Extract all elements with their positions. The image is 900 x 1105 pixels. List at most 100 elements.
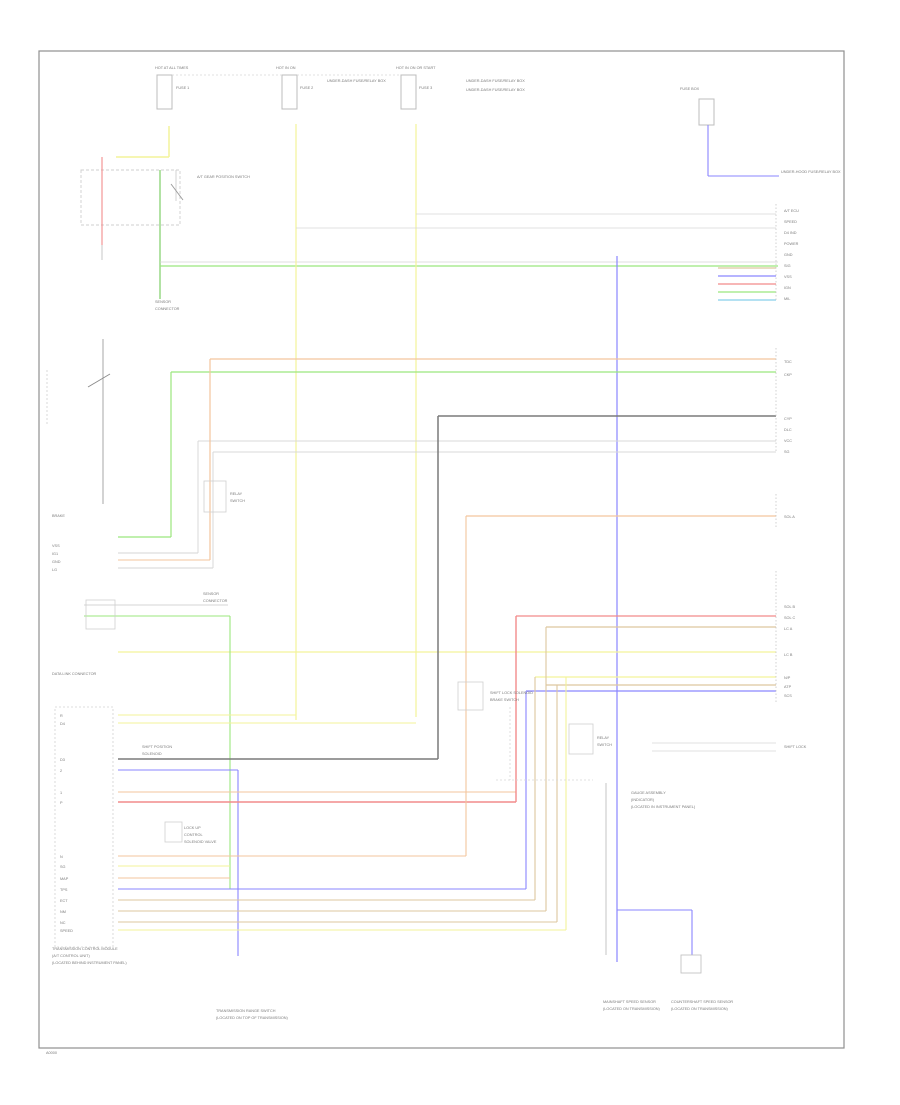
left-solenoid-box [164, 821, 183, 843]
right-fuse-box-label: FUSE BOX [680, 87, 700, 91]
right-connector-label: DLC [784, 428, 792, 432]
right-connector-label: SOL C [784, 616, 796, 620]
right-connector-label: POWER [784, 242, 799, 246]
bottom-right-label-2: (INDICATOR) [631, 798, 655, 802]
right-connector-label: ATP [784, 685, 792, 689]
fuse-label-3: FUSE 3 [419, 86, 432, 90]
left-switch-desc-b: SENSOR [155, 300, 171, 304]
sensor-label-2: CONNECTOR [203, 599, 228, 603]
center-switch-label-2: BRAKE SWITCH [490, 698, 519, 702]
right-connector-label: A/T ECU [784, 209, 799, 213]
right-connector-label: MIL [784, 297, 790, 301]
left-upper-dashed-box [80, 169, 181, 226]
power-source-left-box [156, 74, 173, 110]
bottom-left-text-2: (A/T CONTROL UNIT) [52, 954, 90, 958]
center-relay-box [568, 723, 594, 755]
right-connector-label: SHIFT LOCK [784, 745, 807, 749]
right-connector-label: VCC [784, 439, 792, 443]
diagram-border [38, 50, 845, 1049]
right-connector-label: LC A [784, 627, 793, 631]
top-right-power-label: HOT IN ON OR START [396, 66, 436, 70]
left-relay-label-2: SWITCH [230, 499, 245, 503]
left-pin-label: TPS [60, 888, 68, 892]
top-power-sources: HOT AT ALL TIMES HOT IN ON HOT IN ON OR … [155, 66, 525, 110]
right-connector-label: CKP [784, 373, 792, 377]
left-pin-labels: R D4 D3 2 1 P N SG MAP TPS ECT NM NC SPE… [60, 714, 73, 933]
fuse-desc-2: UNDER-DASH FUSE/RELAY BOX [466, 79, 525, 83]
countershaft-label: COUNTERSHAFT SPEED SENSOR [671, 1000, 733, 1004]
right-main-connector-area: A/T ECU SPEED D4 IND POWER GND SIG VSS I… [118, 204, 807, 962]
right-connector-label: SPEED [784, 220, 797, 224]
tcm-connector-outline [54, 706, 114, 948]
right-connector-label: N/P [784, 676, 791, 680]
right-connector-label: SG [784, 450, 790, 454]
bottom-left-text: TRANSMISSION CONTROL MODULE [52, 947, 118, 951]
right-top-components: FUSE BOX UNDER-HOOD FUSE/RELAY BOX [680, 87, 841, 177]
left-lower-circuits: SENSOR CONNECTOR DATA LINK CONNECTOR [52, 416, 567, 1020]
center-relay-label-2: SWITCH [597, 743, 612, 747]
center-switch-group: SHIFT LOCK SOLENOID BRAKE SWITCH RELAY S… [457, 681, 612, 781]
left-middle-text: IG1 [52, 552, 58, 556]
left-switch-desc-c: CONNECTOR [155, 307, 180, 311]
right-connector-label: SOL B [784, 605, 796, 609]
left-pin-label: MAP [60, 877, 69, 881]
right-connector-label: SOL A [784, 515, 795, 519]
countershaft-sensor-box [680, 954, 702, 974]
left-pin-label: NM [60, 910, 66, 914]
right-fuse-side-label: UNDER-HOOD FUSE/RELAY BOX [781, 170, 841, 174]
power-source-right-box [400, 74, 417, 110]
top-left-power-label: HOT AT ALL TIMES [155, 66, 189, 70]
left-pin-label: 1 [60, 791, 62, 795]
center-switch-box [457, 681, 484, 711]
sensor-label: SENSOR [203, 592, 219, 596]
page-code: A0000 [46, 1051, 57, 1055]
solenoid-text: LOCK UP [184, 826, 201, 830]
switch-contact [170, 183, 184, 201]
left-middle-text: BRAKE [52, 514, 65, 518]
left-relay-box [203, 480, 227, 513]
bottom-right-label-3: (LOCATED IN INSTRUMENT PANEL) [631, 805, 696, 809]
countershaft-label-2: (LOCATED ON TRANSMISSION) [671, 1007, 729, 1011]
left-pin-label: D4 [60, 722, 65, 726]
left-pin-label: SPEED [60, 929, 73, 933]
right-connector-label: GND [784, 253, 793, 257]
left-pin-label: D3 [60, 758, 65, 762]
solenoid-text-2: CONTROL [184, 833, 203, 837]
top-mid-power-label: HOT IN ON [276, 66, 296, 70]
right-connector-label: CYP [784, 417, 792, 421]
center-relay-label: RELAY [597, 736, 610, 740]
power-source-mid-box [281, 74, 298, 110]
left-module-text: SOLENOID [142, 752, 162, 756]
left-switch-desc-a: A/T GEAR POSITION SWITCH [197, 175, 250, 179]
left-middle-switches: RELAY SWITCH BRAKE VSS IG1 GND LG [46, 339, 245, 572]
mainshaft-label: MAINSHAFT SPEED SENSOR [603, 1000, 656, 1004]
left-switch-contact [87, 373, 111, 388]
right-connector-label: TDC [784, 360, 792, 364]
fuse-label-1: FUSE 1 [176, 86, 189, 90]
vertical-power-feeds [295, 124, 776, 720]
right-connector-label: IGN [784, 286, 791, 290]
left-upper-switches: A/T GEAR POSITION SWITCH SENSOR CONNECTO… [80, 126, 778, 311]
left-relay-label: RELAY [230, 492, 243, 496]
left-pin-label: 2 [60, 769, 62, 773]
right-connector-label: LC B [784, 653, 793, 657]
bottom-center-text-2: (LOCATED ON TOP OF TRANSMISSION) [216, 1016, 289, 1020]
left-middle-text: VSS [52, 544, 60, 548]
bottom-center-text: TRANSMISSION RANGE SWITCH [216, 1009, 276, 1013]
right-connector-label: VSS [784, 275, 792, 279]
left-lower-sensor-box [85, 599, 116, 630]
left-pin-label: R [60, 714, 63, 718]
solenoid-text-3: SOLENOID VALVE [184, 840, 217, 844]
left-pin-label: N [60, 855, 63, 859]
left-middle-text: GND [52, 560, 61, 564]
right-connector-label: SCS [784, 694, 792, 698]
mainshaft-label-2: (LOCATED ON TRANSMISSION) [603, 1007, 661, 1011]
bottom-right-label: GAUGE ASSEMBLY [631, 791, 666, 795]
data-link-label: DATA LINK CONNECTOR [52, 672, 97, 676]
left-pin-label: NC [60, 921, 66, 925]
bottom-left-text-3: (LOCATED BEHIND INSTRUMENT PANEL) [52, 961, 127, 965]
bottom-right-sensors: GAUGE ASSEMBLY (INDICATOR) (LOCATED IN I… [603, 783, 733, 1011]
fuse-desc-3: UNDER-DASH FUSE/RELAY BOX [466, 88, 525, 92]
